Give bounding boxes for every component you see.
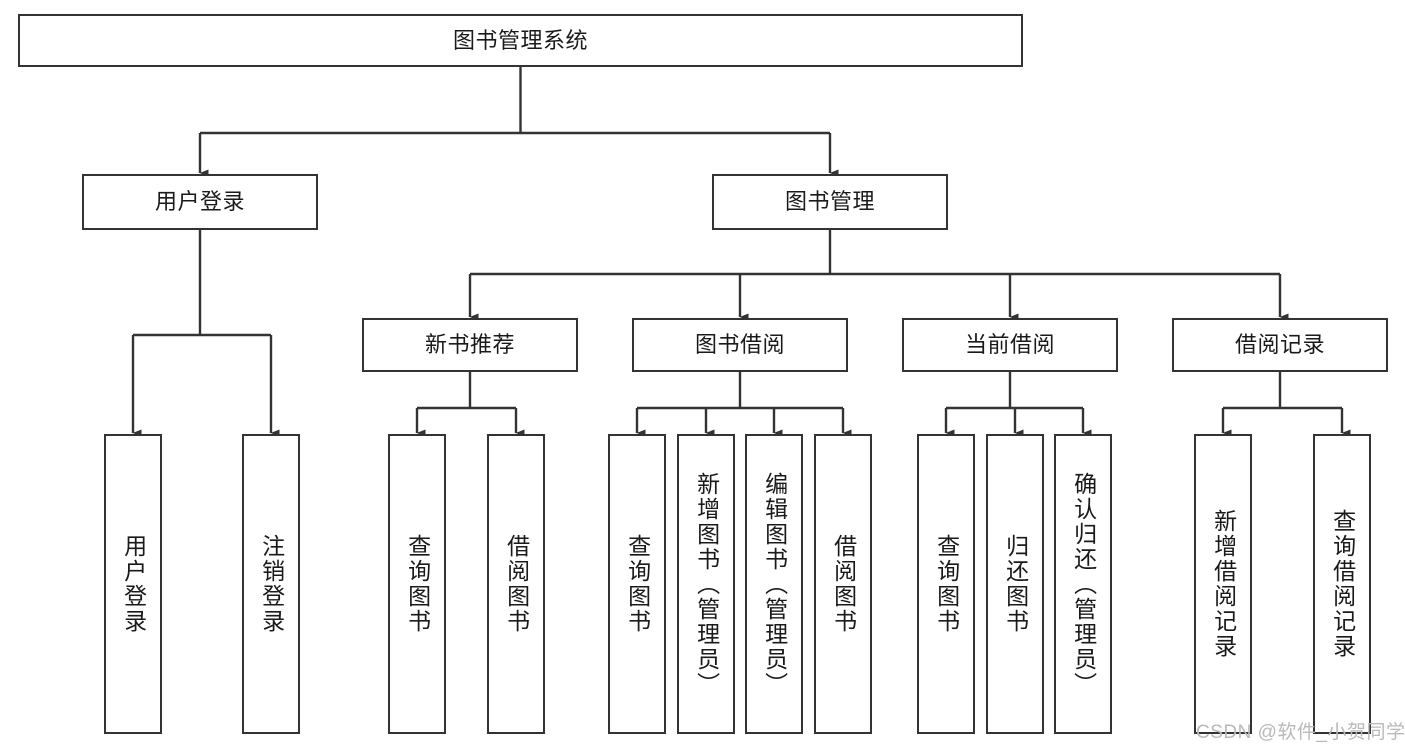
node-book-manage[interactable]: 图书管理 xyxy=(712,174,948,230)
node-label-leaf-query-book-1: 查询图书 xyxy=(404,534,431,634)
node-leaf-query-record[interactable]: 查询借阅记录 xyxy=(1313,434,1371,734)
node-label-book-manage: 图书管理 xyxy=(784,189,875,215)
node-label-leaf-add-book: 新增图书（管理员） xyxy=(693,471,720,697)
node-label-leaf-edit-book: 编辑图书（管理员） xyxy=(761,471,788,697)
node-label-leaf-query-book-3: 查询图书 xyxy=(933,534,960,634)
node-label-user-login: 用户登录 xyxy=(154,189,245,215)
node-user-login[interactable]: 用户登录 xyxy=(82,174,318,230)
node-label-leaf-query-record: 查询借阅记录 xyxy=(1329,509,1356,659)
node-label-leaf-borrow-book-1: 借阅图书 xyxy=(503,534,530,634)
node-leaf-user-login[interactable]: 用户登录 xyxy=(104,434,162,734)
node-label-leaf-logout: 注销登录 xyxy=(258,534,285,634)
node-label-leaf-borrow-book-2: 借阅图书 xyxy=(830,534,857,634)
node-borrow-record[interactable]: 借阅记录 xyxy=(1172,318,1388,372)
node-leaf-query-book-1[interactable]: 查询图书 xyxy=(388,434,446,734)
node-leaf-confirm-return[interactable]: 确认归还（管理员） xyxy=(1054,434,1112,734)
node-label-borrow-record: 借阅记录 xyxy=(1234,332,1325,358)
node-leaf-return-book[interactable]: 归还图书 xyxy=(986,434,1044,734)
node-label-new-book-rec: 新书推荐 xyxy=(424,332,515,358)
node-label-leaf-confirm-return: 确认归还（管理员） xyxy=(1070,471,1097,697)
node-root[interactable]: 图书管理系统 xyxy=(18,14,1023,67)
node-leaf-add-book[interactable]: 新增图书（管理员） xyxy=(677,434,735,734)
node-leaf-borrow-book-1[interactable]: 借阅图书 xyxy=(487,434,545,734)
node-book-borrow[interactable]: 图书借阅 xyxy=(632,318,848,372)
node-label-leaf-add-record: 新增借阅记录 xyxy=(1210,509,1237,659)
node-leaf-query-book-2[interactable]: 查询图书 xyxy=(608,434,666,734)
node-leaf-edit-book[interactable]: 编辑图书（管理员） xyxy=(745,434,803,734)
node-label-root: 图书管理系统 xyxy=(452,27,588,53)
node-label-leaf-user-login: 用户登录 xyxy=(120,534,147,634)
csdn-watermark: CSDN @软件_小贺同学 xyxy=(1196,722,1405,743)
node-label-current-borrow: 当前借阅 xyxy=(964,332,1055,358)
node-label-leaf-return-book: 归还图书 xyxy=(1002,534,1029,634)
node-leaf-logout[interactable]: 注销登录 xyxy=(242,434,300,734)
node-current-borrow[interactable]: 当前借阅 xyxy=(902,318,1118,372)
node-label-leaf-query-book-2: 查询图书 xyxy=(624,534,651,634)
node-leaf-borrow-book-2[interactable]: 借阅图书 xyxy=(814,434,872,734)
node-leaf-add-record[interactable]: 新增借阅记录 xyxy=(1194,434,1252,734)
node-leaf-query-book-3[interactable]: 查询图书 xyxy=(917,434,975,734)
node-label-book-borrow: 图书借阅 xyxy=(694,332,785,358)
node-new-book-rec[interactable]: 新书推荐 xyxy=(362,318,578,372)
